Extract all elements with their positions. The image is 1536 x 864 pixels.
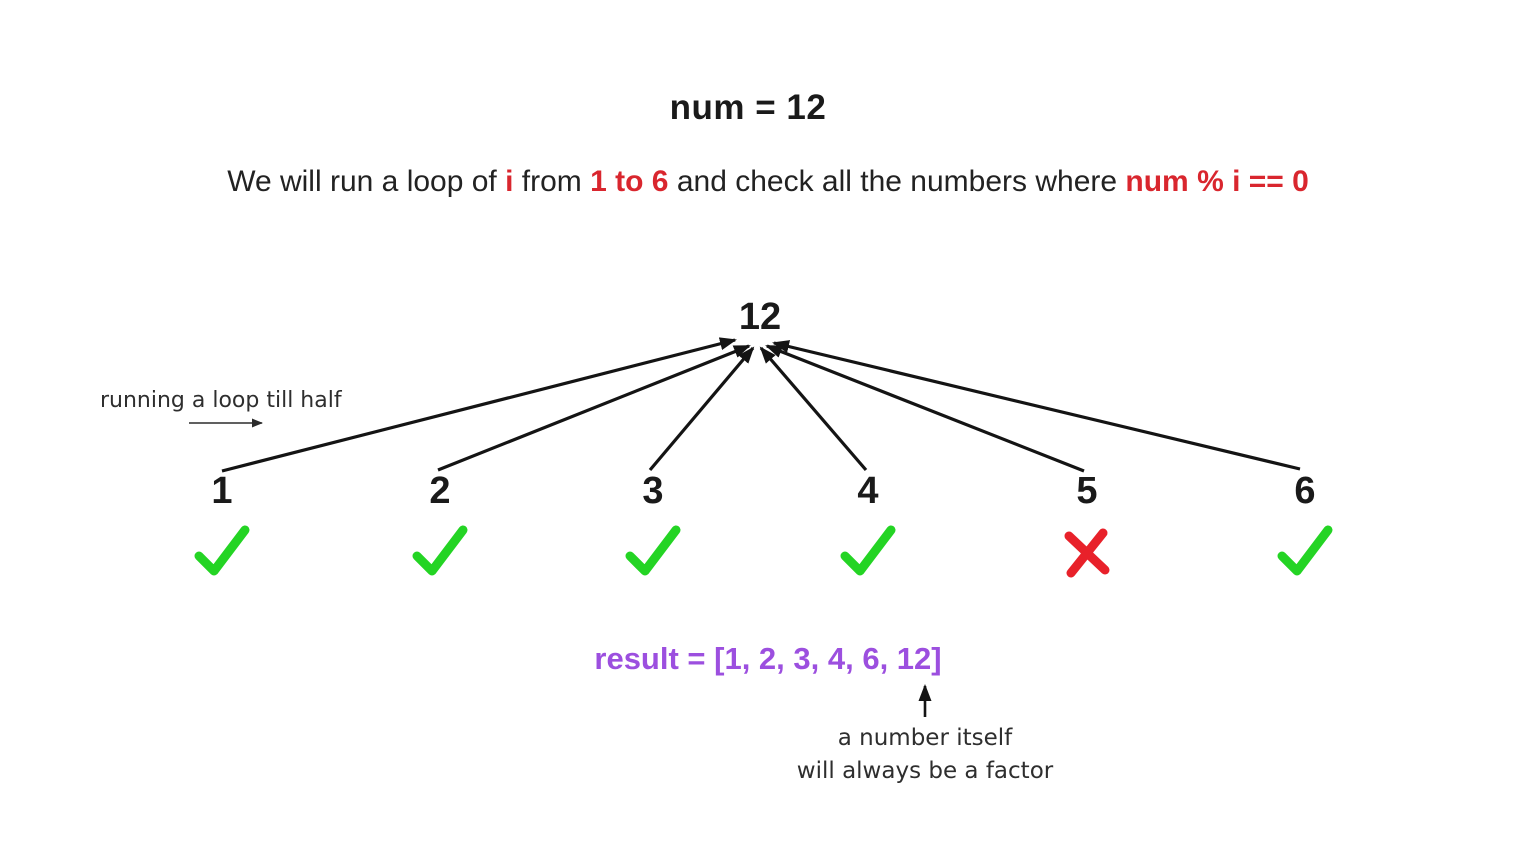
arrow-3-to-12 xyxy=(648,346,755,472)
arrow-4-to-12 xyxy=(759,346,868,472)
factor-value: 3 xyxy=(642,470,664,512)
check-icon xyxy=(194,525,250,576)
factor-node-1: 1 xyxy=(177,472,267,580)
annotation-line-1: a number itself xyxy=(837,725,1013,751)
factor-value: 2 xyxy=(429,470,451,512)
page-title: num = 12 xyxy=(669,88,827,127)
annotation-line-2: will always be a factor xyxy=(796,758,1054,784)
loop-note: running a loop till half xyxy=(100,388,342,413)
factor-node-6: 6 xyxy=(1260,472,1350,580)
check-icon xyxy=(840,525,896,576)
factor-node-4: 4 xyxy=(823,472,913,580)
factor-value: 4 xyxy=(857,470,879,512)
result-annotation: a number itself will always be a factor xyxy=(775,722,1075,788)
root-number: 12 xyxy=(738,296,782,338)
explanation-sentence: We will run a loop of i from 1 to 6 and … xyxy=(0,165,1536,199)
check-icon xyxy=(412,525,468,576)
factor-node-2: 2 xyxy=(395,472,485,580)
highlight-i: i xyxy=(505,165,514,198)
sentence-part-2: from xyxy=(513,165,591,198)
arrow-2-to-12 xyxy=(437,344,751,472)
highlight-condition: num % i == 0 xyxy=(1125,165,1309,198)
arrow-5-to-12 xyxy=(765,344,1085,473)
factor-node-5: 5 xyxy=(1042,472,1132,580)
sentence-part-1: We will run a loop of xyxy=(227,165,506,198)
check-icon xyxy=(625,525,681,576)
factor-value: 5 xyxy=(1076,470,1098,512)
highlight-range: 1 to 6 xyxy=(590,165,669,198)
factor-value: 6 xyxy=(1294,470,1316,512)
result-text: result = [1, 2, 3, 4, 6, 12] xyxy=(594,641,942,676)
cross-icon xyxy=(1064,528,1110,578)
check-icon xyxy=(1277,525,1333,576)
factor-node-3: 3 xyxy=(608,472,698,580)
sentence-part-3: and check all the numbers where xyxy=(668,165,1126,198)
factor-value: 1 xyxy=(211,470,233,512)
arrow-6-to-12 xyxy=(772,340,1301,471)
